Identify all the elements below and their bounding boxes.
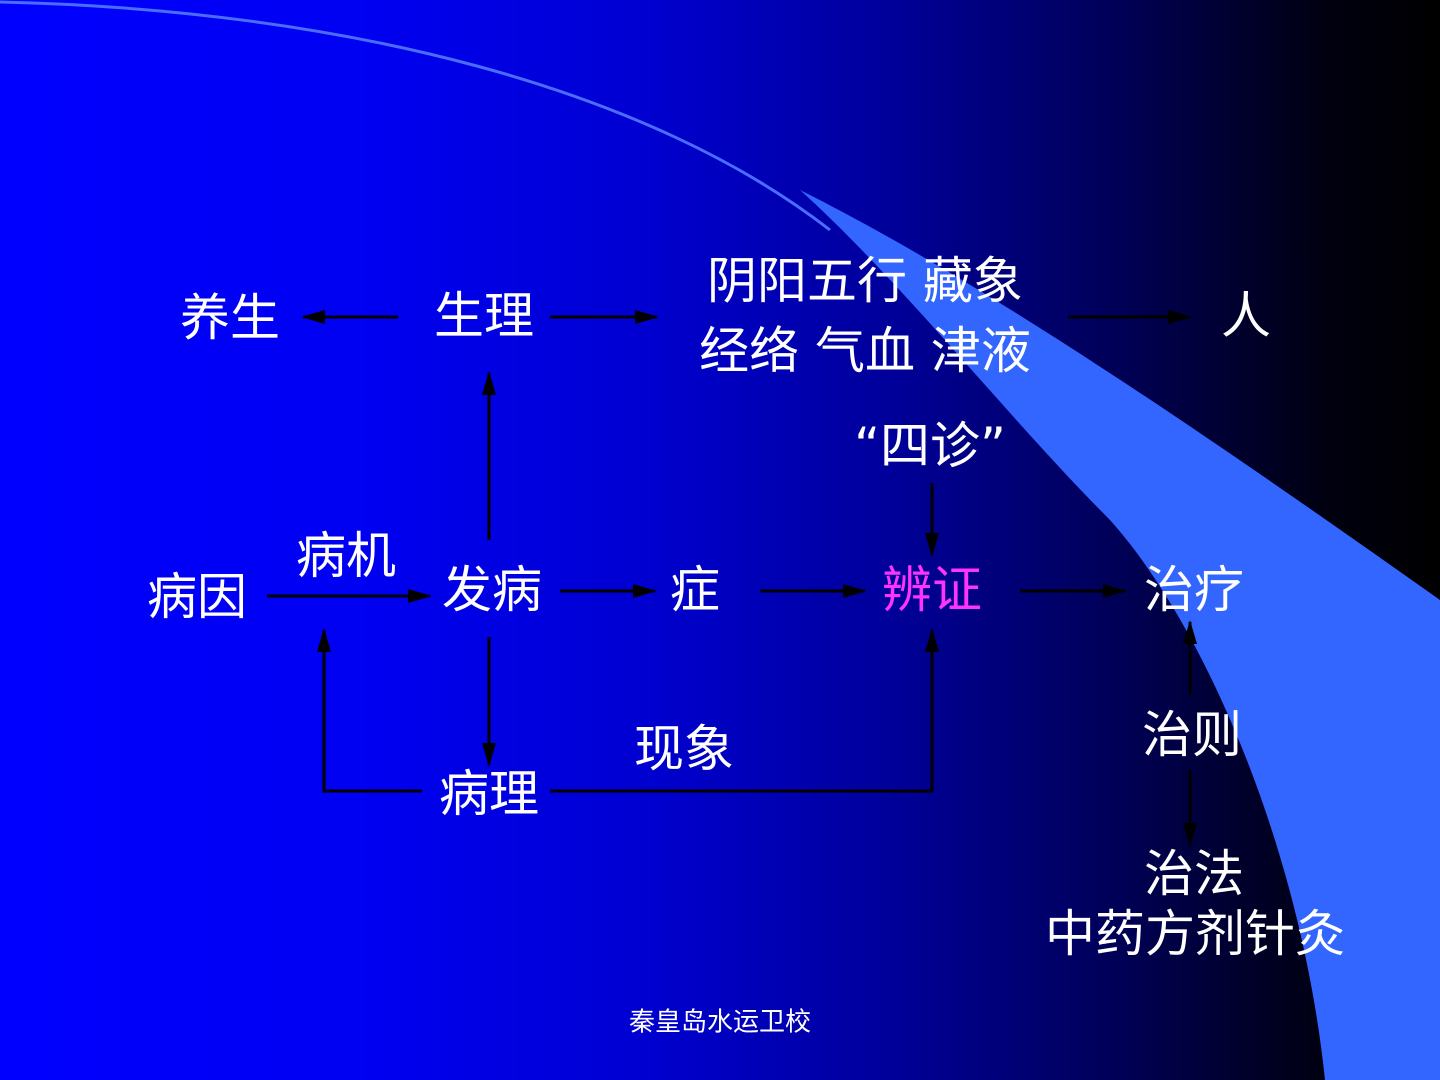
node-fabing: 发病 bbox=[442, 561, 542, 619]
node-sizhen: “四诊” bbox=[854, 417, 1006, 475]
node-zhize: 治则 bbox=[1142, 706, 1242, 764]
arrow-bingli-to-bianzheng bbox=[550, 628, 939, 793]
node-bingli: 病理 bbox=[439, 765, 539, 823]
node-zhifa: 治法 bbox=[1144, 845, 1244, 903]
node-bingji: 病机 bbox=[296, 527, 396, 585]
node-bianzheng: 辨证 bbox=[882, 561, 982, 619]
node-methods: 中药方剂针灸 bbox=[1045, 905, 1345, 963]
swoosh-band bbox=[800, 190, 1440, 1080]
node-xianxiang: 现象 bbox=[634, 720, 734, 778]
node-theories: 阴阳五行 藏象 经络 气血 津液 bbox=[699, 246, 1031, 386]
node-zheng: 症 bbox=[670, 561, 720, 619]
node-shengli: 生理 bbox=[434, 287, 534, 345]
node-theories-line2: 经络 气血 津液 bbox=[699, 322, 1031, 380]
node-theories-line1: 阴阳五行 藏象 bbox=[707, 252, 1023, 310]
footer-school-name: 秦皇岛水运卫校 bbox=[628, 1007, 812, 1038]
node-bingyin: 病因 bbox=[147, 568, 247, 626]
arrow-bingli-to-bingyin bbox=[317, 628, 422, 793]
node-zhiliao: 治疗 bbox=[1144, 561, 1244, 619]
node-yangsheng: 养生 bbox=[180, 289, 280, 347]
swoosh-arc-line bbox=[0, 0, 831, 232]
node-ren: 人 bbox=[1221, 287, 1271, 345]
